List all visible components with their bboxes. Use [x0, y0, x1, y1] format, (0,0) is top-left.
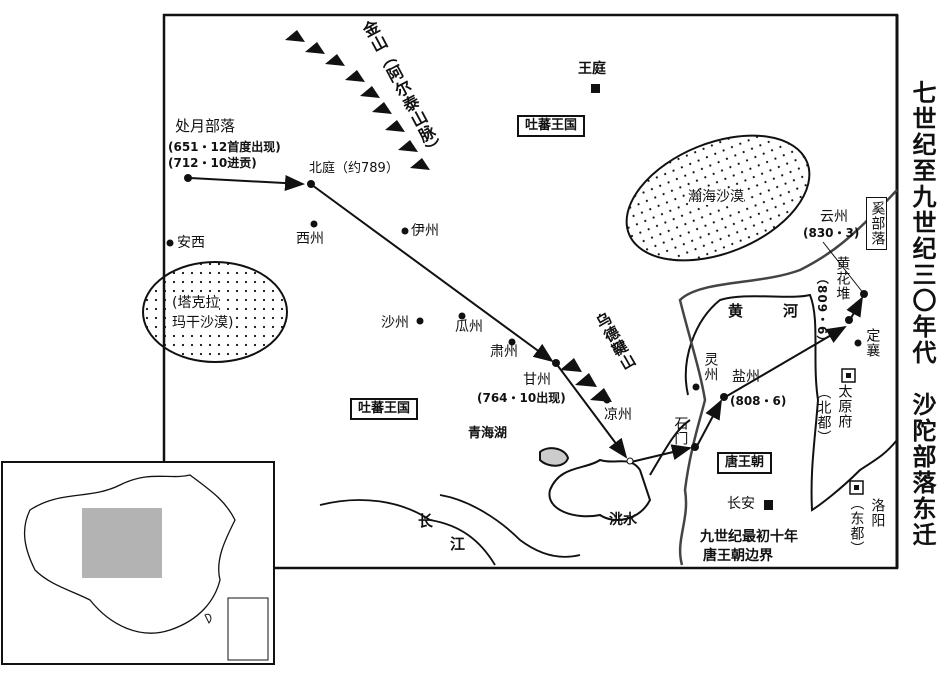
taklamakan-desert — [142, 261, 288, 363]
label-border-1: 九世纪最初十年 — [700, 529, 798, 545]
label-qinghai: 青海湖 — [468, 426, 508, 441]
label-huanghuadui: 黄花堆 — [834, 256, 851, 301]
label-he: 河 — [783, 302, 799, 320]
label-taiyuan: 太原府 — [836, 384, 853, 429]
label-tang: 唐王朝 — [717, 452, 773, 475]
label-hanhai: 瀚海沙漠 — [688, 189, 744, 206]
label-yunzhou-note: (830・3) — [803, 226, 860, 240]
tang-border — [678, 189, 898, 566]
label-luoyang: 洛阳 — [869, 498, 886, 528]
label-chuyue-note2: (712・10进贡) — [168, 156, 257, 170]
label-guazhou: 瓜州 — [455, 319, 483, 335]
label-dongdu: （东都） — [848, 496, 865, 556]
label-dingxiang: 定襄 — [864, 328, 881, 358]
label-shimen: 石门 — [672, 416, 689, 446]
label-yanzhou: 盐州 — [732, 369, 760, 385]
label-taklamakan-2: 玛干沙漠) — [172, 315, 234, 332]
label-liangzhou: 凉州 — [604, 407, 632, 423]
label-xi: 奚部落 — [866, 197, 888, 250]
wudejian-mountains-icon — [560, 358, 612, 402]
label-tubo-south: 吐蕃王国 — [350, 398, 419, 421]
label-xizhou: 西州 — [296, 231, 324, 247]
inset-china-map — [1, 461, 275, 665]
label-yunzhou: 云州 — [820, 209, 848, 225]
label-border-2: 唐王朝边界 — [703, 548, 773, 564]
label-chuyue: 处月部落 — [175, 117, 236, 135]
label-yanzhou-note: (808・6) — [730, 394, 787, 408]
label-tubo-north: 吐蕃王国 — [517, 115, 586, 138]
label-taklamakan-1: (塔克拉 — [172, 295, 220, 312]
yangtze-river — [319, 494, 581, 566]
label-anxi: 安西 — [177, 235, 205, 251]
label-wangting: 王庭 — [578, 61, 606, 77]
label-huanghuadui-note: （809・6） — [815, 272, 830, 349]
label-changan: 长安 — [727, 496, 755, 512]
label-ganzhou-note: (764・10出现) — [477, 391, 566, 405]
city-dots — [166, 84, 868, 510]
label-jiang: 江 — [450, 535, 466, 553]
label-taoshui: 洮水 — [609, 512, 637, 528]
label-ganzhou: 甘州 — [523, 372, 551, 388]
label-beidu: （北都） — [815, 385, 832, 445]
label-suzhou: 肃州 — [490, 344, 518, 360]
label-chang: 长 — [418, 512, 434, 530]
label-shazhou: 沙州 — [381, 315, 409, 331]
yellow-river — [684, 293, 898, 512]
label-lingzhou: 灵州 — [702, 352, 719, 382]
qinghai-lake — [539, 447, 570, 467]
migration-route — [189, 175, 865, 463]
tao-river — [548, 419, 691, 521]
label-beiting: 北庭（约789） — [309, 161, 399, 176]
label-yizhou: 伊州 — [411, 223, 439, 239]
label-chuyue-note1: (651・12首度出现) — [168, 140, 281, 154]
map-title: 七世纪至九世纪三〇年代 沙陀部落东迁 — [908, 80, 937, 548]
label-huang: 黄 — [728, 302, 744, 320]
